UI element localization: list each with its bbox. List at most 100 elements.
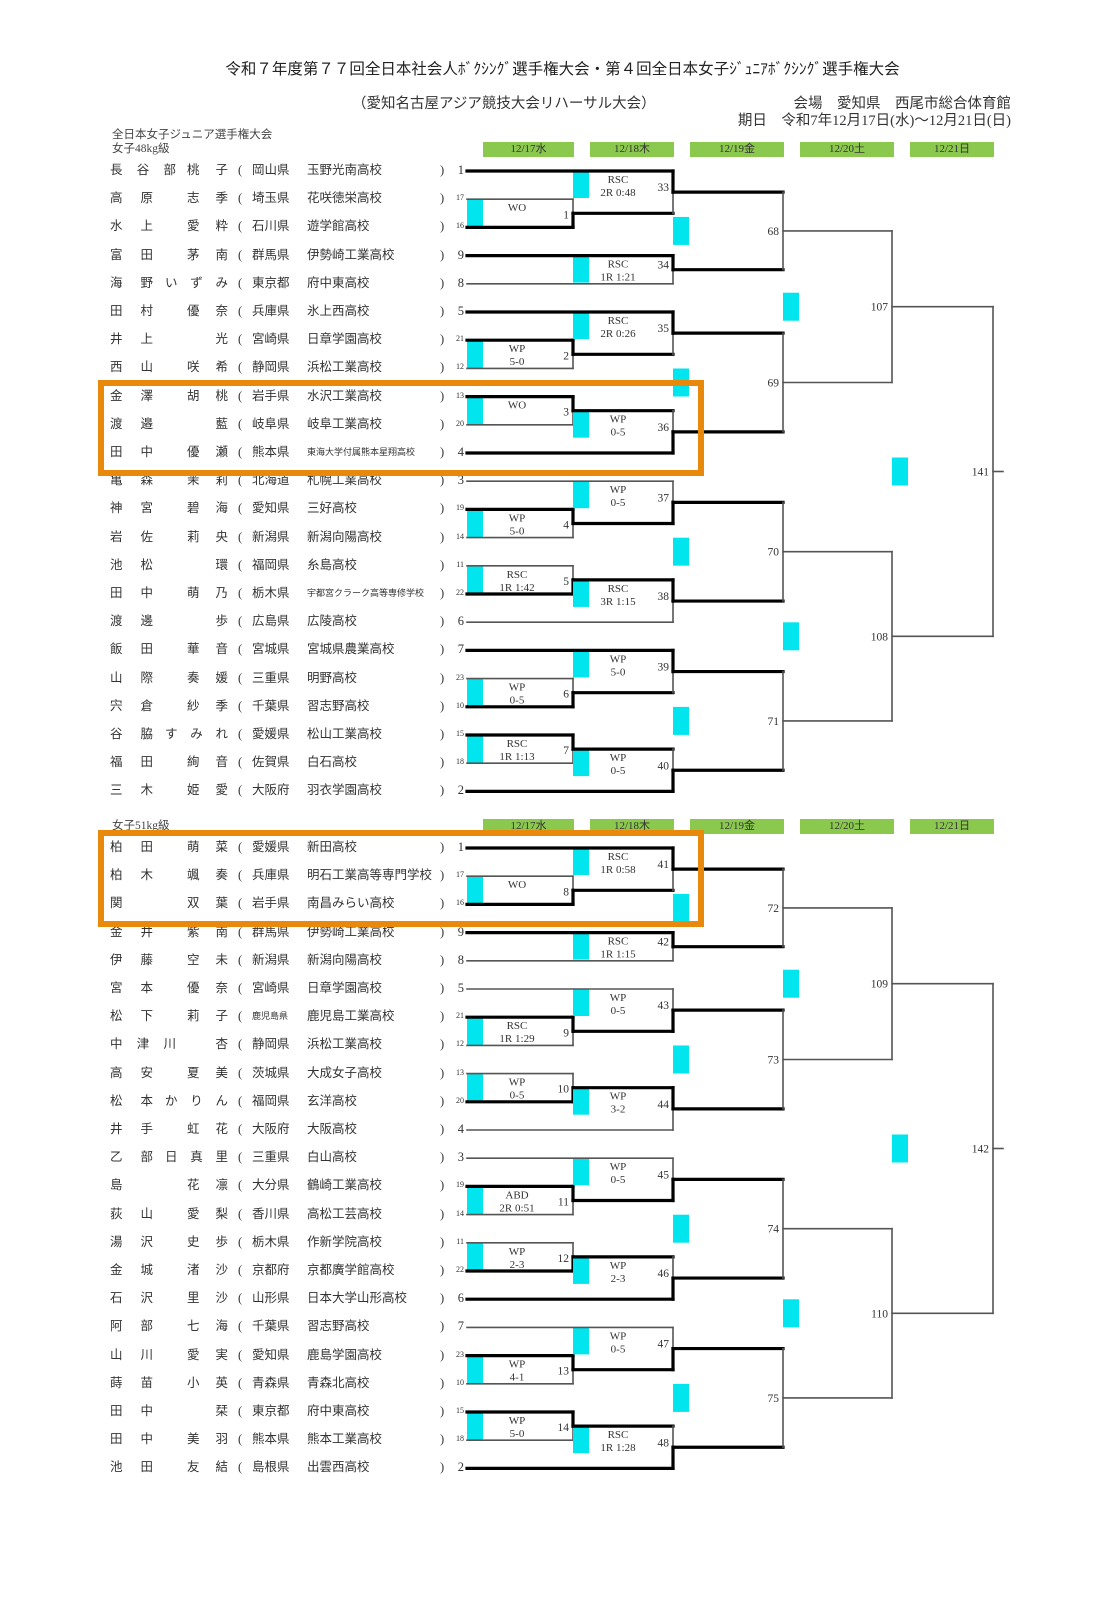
entrant-pref: 群馬県: [252, 247, 290, 262]
name-char: 沢: [140, 1291, 153, 1306]
entrant-surname: 渡邊: [110, 611, 153, 631]
paren: ): [440, 727, 445, 741]
name-char: 田: [140, 840, 153, 854]
name-char: 奏: [187, 670, 200, 685]
paren: (: [238, 416, 243, 431]
name-char: 森: [140, 473, 153, 488]
match-result: WP: [509, 343, 526, 355]
entrant-seed: 23: [456, 1349, 464, 1359]
name-char: 野: [140, 275, 153, 290]
entrant-pref: 兵庫県: [252, 304, 290, 318]
paren: (: [238, 1206, 243, 1221]
paren: ): [440, 360, 445, 375]
match-number: 6: [563, 689, 569, 701]
entrant-seed: 11: [456, 559, 464, 569]
match-number: 107: [871, 302, 889, 314]
paren: ): [440, 981, 445, 995]
paren: (: [238, 924, 243, 939]
entrant-pref: 埼玉県: [252, 191, 290, 206]
name-char: 部: [140, 1319, 153, 1334]
name-char: 松: [110, 1009, 123, 1024]
entrant-seed: 22: [456, 588, 464, 597]
paren: ): [440, 1065, 445, 1080]
name-char: 虹: [187, 1122, 200, 1136]
name-char: 華: [187, 642, 200, 657]
match-number: 70: [768, 547, 780, 559]
match-number: 109: [871, 979, 889, 991]
name-char: 上: [140, 332, 153, 347]
entrant-given-name: 桃子: [187, 160, 228, 180]
entrant-pref: 岩手県: [252, 388, 290, 403]
paren: ): [440, 416, 445, 431]
entrant-given-name: 里沙: [187, 1288, 228, 1308]
name-char: 優: [187, 304, 200, 318]
entrant-school: 出雲西高校: [307, 1460, 370, 1475]
match-result: 0-5: [611, 1343, 626, 1355]
match-result: 1R 1:28: [600, 1442, 636, 1454]
entrant-pref: 岐阜県: [252, 416, 290, 431]
name-char: 倉: [140, 698, 153, 713]
name-char: 杏: [215, 1037, 228, 1052]
paren: ): [440, 332, 445, 347]
entrant-pref: 宮城県: [252, 642, 290, 657]
name-char: 池: [110, 1460, 123, 1475]
paren: ): [440, 304, 445, 318]
entrant-surname: 渡邉: [110, 414, 153, 434]
entrant-surname: 乙部: [110, 1147, 153, 1167]
entrant-surname: 宮本: [110, 978, 153, 998]
name-char: 脇: [140, 727, 153, 741]
entrant-seed: 10: [456, 1377, 464, 1387]
entrant-school: 浜松工業高校: [307, 1037, 383, 1052]
entrant-school: 遊学館高校: [307, 219, 370, 234]
name-char: 友: [187, 1460, 200, 1475]
name-char: 柏: [110, 868, 123, 883]
name-char: 渚: [187, 1263, 200, 1277]
name-char: 中: [110, 1037, 123, 1052]
name-char: 宮: [140, 501, 153, 516]
match-number: 37: [658, 492, 670, 504]
entrant-given-name: かりん: [165, 1091, 228, 1111]
name-char: 木: [140, 783, 153, 798]
entrant-school: 大成女子高校: [307, 1065, 383, 1080]
entrant-surname: 田中: [110, 583, 153, 603]
day-header: 12/19金: [690, 819, 784, 834]
match-number: 74: [768, 1224, 780, 1236]
match-result: 2R 0:48: [600, 187, 636, 199]
match-number: 73: [768, 1055, 780, 1067]
paren: (: [238, 698, 243, 713]
entrant-given-name: 杏: [177, 1034, 228, 1054]
entrant-surname: 田中: [110, 442, 153, 462]
name-char: 中: [140, 1404, 153, 1418]
entrant-surname: 亀森: [110, 470, 153, 490]
name-char: 光: [215, 332, 228, 347]
match-number: 3: [563, 407, 569, 419]
entrant-surname: 松本: [110, 1091, 153, 1111]
corner-marker: [573, 410, 589, 438]
entrant-pref: 栃木県: [252, 1234, 290, 1249]
name-char: 史: [187, 1234, 200, 1249]
entrant-school: 日章学園高校: [307, 981, 383, 995]
entrant-pref: 鹿児島県: [252, 1011, 289, 1022]
corner-marker: [783, 1299, 799, 1328]
document-subtitle: （愛知名古屋アジア競技大会リハーサル大会）: [352, 96, 656, 112]
entrant-given-name: 歩: [177, 611, 228, 631]
name-char: 萌: [187, 840, 200, 854]
name-char: 海: [215, 1319, 228, 1334]
name-char: 金: [110, 388, 123, 403]
entrant-given-name: 優瀬: [187, 442, 228, 462]
paren: ): [440, 896, 445, 911]
name-char: 原: [140, 191, 153, 206]
match-number: 35: [658, 323, 670, 335]
entrant-pref: 茨城県: [252, 1065, 290, 1080]
match-result: RSC: [608, 259, 629, 271]
corner-marker: [892, 1134, 908, 1163]
match-number: 36: [658, 422, 670, 434]
match-result: 0-5: [611, 427, 626, 439]
entrant-school: 札幌工業高校: [307, 473, 383, 488]
name-char: 未: [215, 952, 228, 967]
name-char: 田: [140, 1460, 153, 1475]
match-result: 2R 0:26: [600, 328, 636, 340]
paren: ): [440, 868, 445, 883]
name-char: 栞: [215, 1404, 228, 1418]
name-char: 茅: [187, 247, 200, 262]
